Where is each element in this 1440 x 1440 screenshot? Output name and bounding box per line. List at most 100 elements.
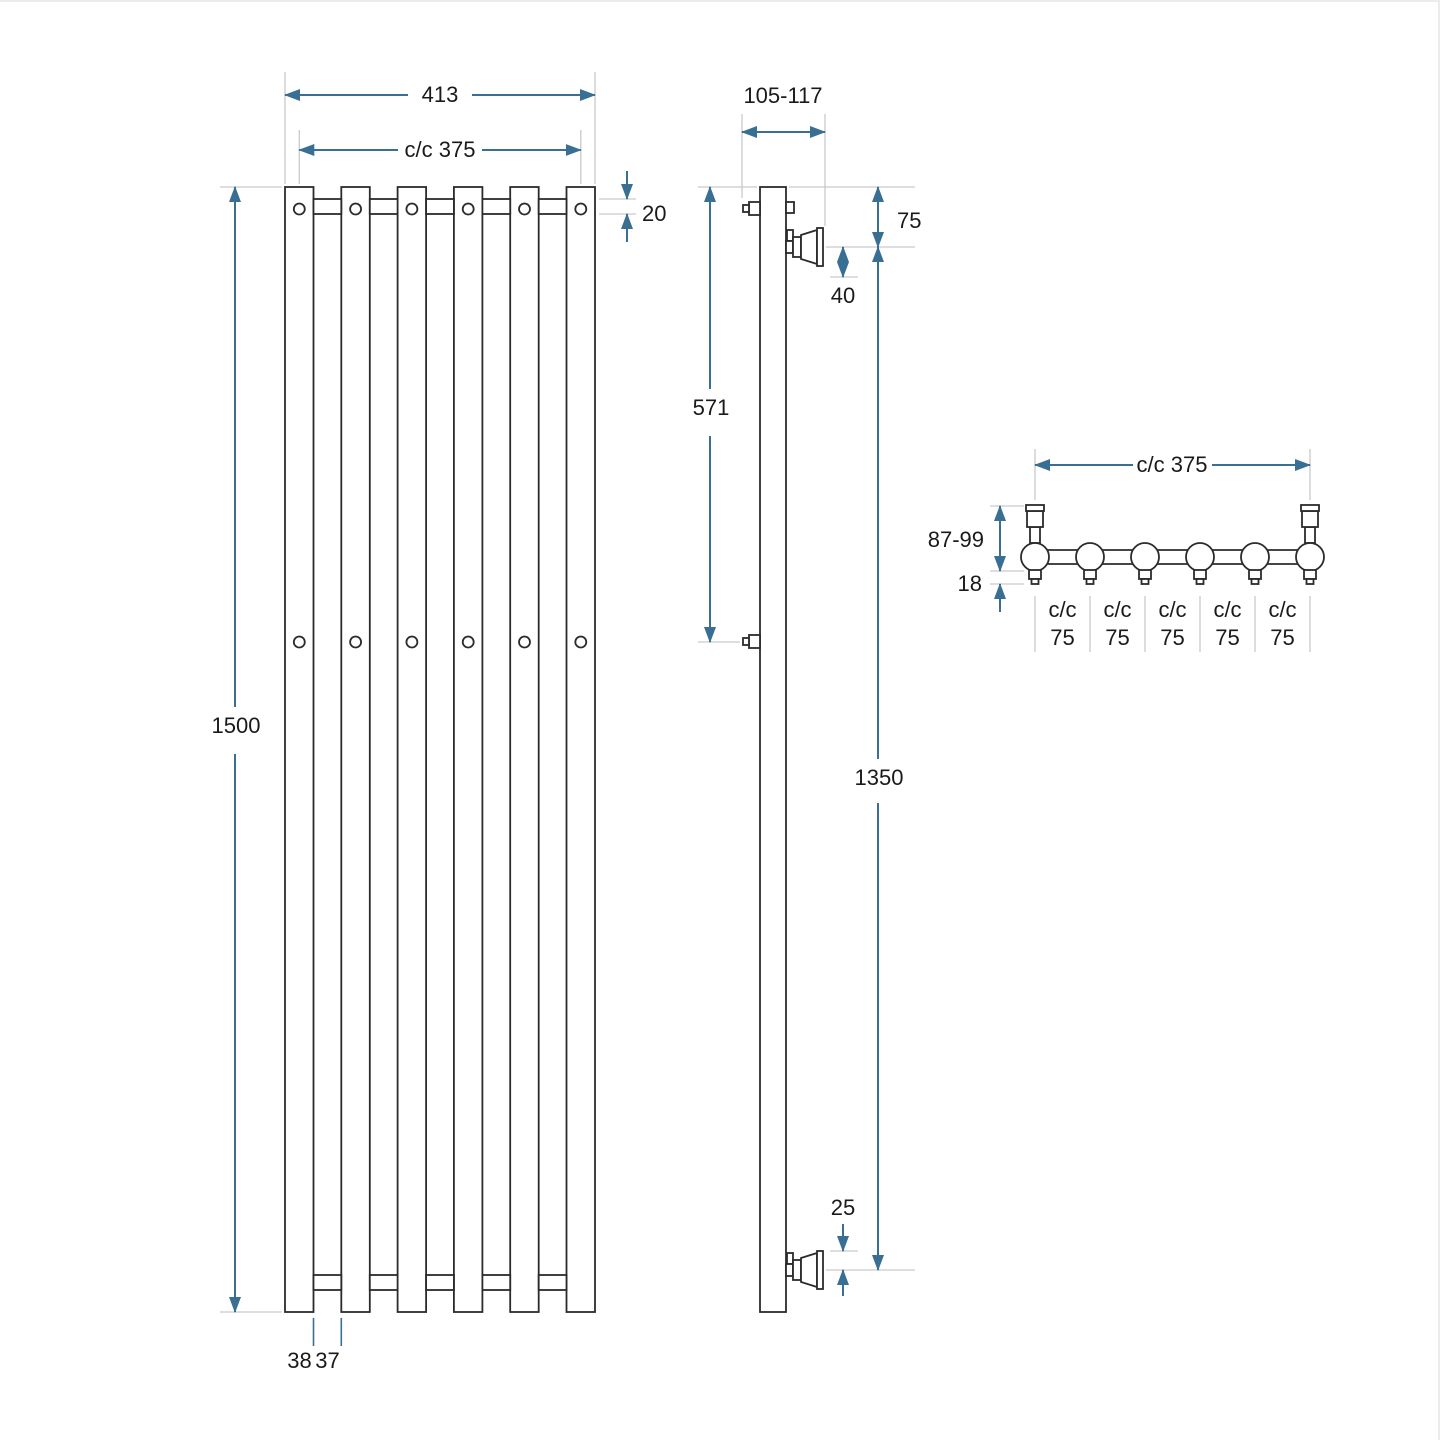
- mounting-hole: [518, 202, 531, 216]
- plug-part: [1250, 578, 1260, 585]
- valve-part: [786, 1252, 794, 1265]
- top-view: [1020, 504, 1325, 585]
- tube-section: [1020, 542, 1050, 572]
- valve-part: [786, 229, 794, 242]
- dim-label-bar-gap: 37: [315, 1348, 339, 1373]
- mounting-hole: [574, 202, 588, 216]
- footer-connector: [481, 1274, 512, 1291]
- dim-label-valve-offset: 40: [831, 283, 855, 308]
- dim-label-depth-range: 105-117: [743, 83, 822, 108]
- plug-part: [1030, 578, 1040, 585]
- dim-label-header-height: 20: [642, 201, 666, 226]
- mounting-hole: [349, 202, 363, 216]
- footer-connector: [425, 1274, 455, 1291]
- plug-fitting: [1138, 569, 1152, 585]
- dim-label-top-center-to-center: c/c 375: [1137, 452, 1208, 477]
- radiator-bar: [452, 186, 484, 1313]
- pitch-label: c/c 75: [1048, 597, 1076, 650]
- dim-label-overall-height: 1500: [212, 713, 261, 738]
- dim-label-valve-to-valve: 1350: [855, 765, 904, 790]
- wall-bracket-top: [742, 201, 761, 216]
- dim-front-bar-and-gap: 38 37: [287, 1318, 343, 1373]
- plug-fittings: [1028, 569, 1317, 585]
- header-connector: [425, 198, 455, 215]
- radiator-bar: [509, 186, 540, 1313]
- pitch-label-cc: c/c: [1103, 597, 1131, 622]
- dim-top-center-to-center: c/c 375: [1034, 449, 1311, 500]
- front-view: [284, 186, 596, 1313]
- top-header-connectors: [312, 198, 568, 215]
- dim-top-depth-range: 87-99: [928, 505, 1024, 572]
- plug-part: [1083, 569, 1097, 580]
- dim-label-bottom-valve-offset: 25: [831, 1195, 855, 1220]
- plug-part: [1305, 578, 1315, 585]
- bottom-footer-connectors: [312, 1274, 568, 1291]
- header-connector: [537, 198, 568, 215]
- tube-section: [1185, 542, 1215, 572]
- pitch-label: c/c 75: [1158, 597, 1186, 650]
- mounting-hole: [292, 635, 306, 649]
- dim-label-bar-width: 38: [287, 1348, 311, 1373]
- pitch-label-cc: c/c: [1158, 597, 1186, 622]
- dim-side-valve-to-valve: 1350: [826, 246, 915, 1271]
- mounting-hole: [405, 635, 419, 649]
- plug-fitting: [1083, 569, 1097, 585]
- valve-part: [816, 227, 824, 267]
- fitting-part: [1304, 526, 1316, 544]
- valve-part: [800, 228, 818, 266]
- pitch-label-75: 75: [1105, 625, 1129, 650]
- connection-fitting-right: [1300, 504, 1320, 544]
- plug-fitting: [1028, 569, 1042, 585]
- dim-top-pitch: c/c 75 c/c 75 c/c 75 c/c 75 c/c 75: [1034, 596, 1311, 652]
- radiator-bar: [284, 186, 315, 1313]
- fitting-part: [1301, 510, 1319, 528]
- valve-part: [785, 240, 794, 254]
- dim-top-plug-height: 18: [958, 571, 1024, 612]
- plug-fitting: [1248, 569, 1262, 585]
- dim-side-depth: 105-117: [741, 83, 826, 226]
- mounting-hole: [349, 635, 363, 649]
- footer-connector: [368, 1274, 399, 1291]
- footer-connector: [312, 1274, 343, 1291]
- header-connector: [481, 198, 512, 215]
- bracket-part: [742, 637, 750, 646]
- bracket-part: [748, 634, 761, 649]
- plug-part: [1140, 578, 1150, 585]
- valve-part: [800, 1251, 818, 1289]
- radiator-bars: [284, 186, 596, 1313]
- plug-part: [1303, 569, 1317, 580]
- dim-label-center-to-center: c/c 375: [405, 137, 476, 162]
- connection-fitting-left: [1025, 504, 1045, 544]
- radiator-bar: [340, 186, 371, 1313]
- plug-fitting: [1303, 569, 1317, 585]
- dim-label-overall-width: 413: [422, 82, 459, 107]
- bracket-part: [742, 204, 750, 213]
- footer-connector: [537, 1274, 568, 1291]
- dim-label-top-to-valve: 75: [897, 208, 921, 233]
- mounting-hole: [518, 635, 531, 649]
- pitch-label: c/c 75: [1268, 597, 1296, 650]
- dim-side-bottom-valve-offset: 25: [830, 1195, 858, 1296]
- pitch-label: c/c 75: [1213, 597, 1241, 650]
- tube-section: [1130, 542, 1160, 572]
- mounting-hole: [461, 635, 475, 649]
- tube-sections: [1020, 542, 1325, 572]
- pitch-label-cc: c/c: [1268, 597, 1296, 622]
- mounting-hole: [461, 202, 475, 216]
- mounting-hole: [405, 202, 419, 216]
- pitch-label-cc: c/c: [1048, 597, 1076, 622]
- dim-side-top-to-mid-bracket: 571: [693, 186, 757, 643]
- plug-part: [1085, 578, 1095, 585]
- dim-side-valve-offset: 40: [830, 246, 858, 308]
- fitting-part: [1026, 510, 1044, 528]
- pitch-label-75: 75: [1270, 625, 1294, 650]
- tube-section: [1075, 542, 1105, 572]
- dim-label-top-depth-range: 87-99: [928, 527, 984, 552]
- header-connector: [368, 198, 399, 215]
- plug-part: [1193, 569, 1207, 580]
- valve-part: [792, 1259, 802, 1281]
- dim-label-plug-height: 18: [958, 571, 982, 596]
- mounting-hole: [574, 635, 588, 649]
- dim-label-top-to-mid-bracket: 571: [693, 395, 730, 420]
